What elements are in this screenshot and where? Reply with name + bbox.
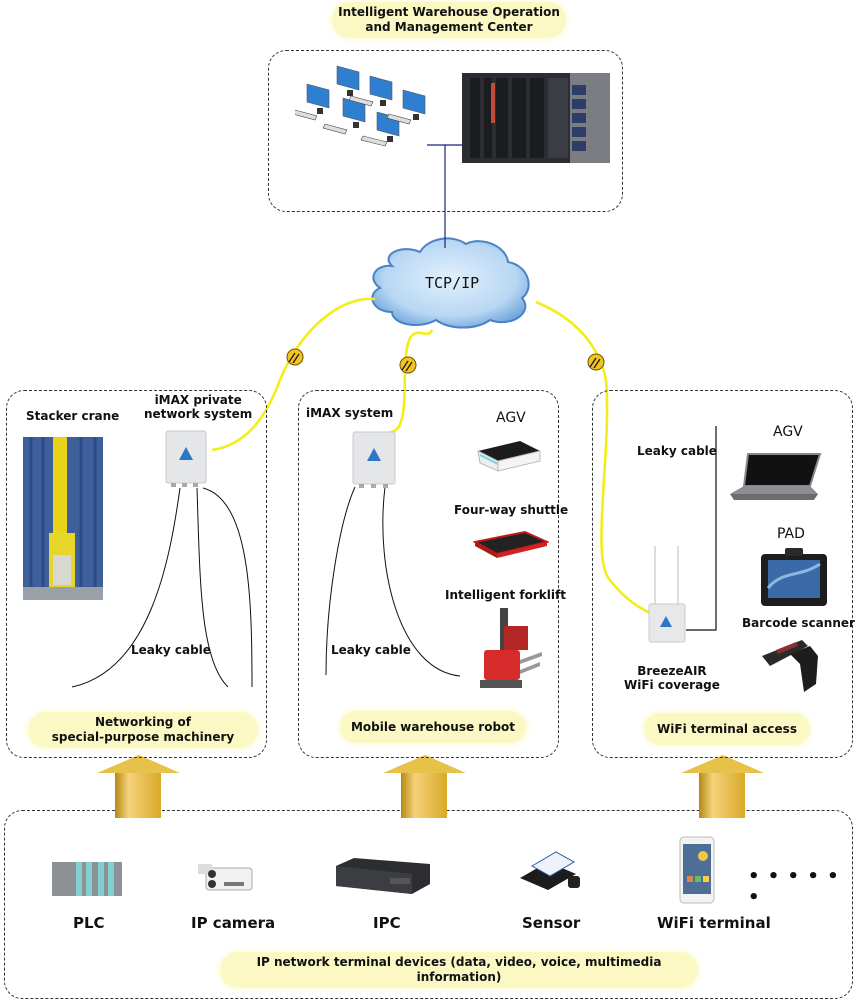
breezeair-label: BreezeAIR WiFi coverage	[624, 664, 720, 692]
ipc-icon	[336, 858, 430, 894]
plc-icon	[52, 862, 122, 896]
agv-label-robot: AGV	[496, 410, 526, 426]
pad-icon	[761, 548, 827, 606]
ip-camera-label: IP camera	[191, 914, 276, 932]
laptop-icon	[730, 453, 822, 500]
sensor-label: Sensor	[522, 914, 581, 932]
sensor-icon	[520, 851, 580, 890]
panel-wifi-access	[592, 390, 853, 758]
title-pill: Intelligent Warehouse Operation and Mana…	[332, 2, 566, 38]
stacker-crane-image	[23, 437, 103, 600]
caption-special-machinery: Networking of special-purpose machinery	[28, 712, 258, 748]
imax-private-label: iMAX private network system	[144, 393, 253, 421]
cloud-label: TCP/IP	[425, 274, 480, 292]
panel-special-machinery	[6, 390, 267, 758]
caption-terminal-devices: IP network terminal devices (data, video…	[220, 952, 698, 988]
imax-device-icon-2	[352, 431, 396, 488]
barcode-scanner-label: Barcode scanner	[742, 616, 855, 630]
arrow-up-icon-1	[97, 755, 180, 817]
plc-label: PLC	[73, 914, 105, 932]
agv-robot-icon	[477, 441, 541, 472]
imax-system-label: iMAX system	[306, 406, 394, 420]
leaky-cable-label-3: Leaky cable	[637, 444, 717, 458]
intelligent-forklift-label: Intelligent forklift	[445, 588, 566, 602]
breezeair-ap-icon	[648, 546, 686, 643]
four-way-shuttle-icon	[473, 530, 549, 558]
stacker-crane-label: Stacker crane	[26, 409, 120, 423]
connector-icon-right	[587, 353, 605, 371]
wifi-terminal-icon	[679, 836, 715, 904]
ip-camera-icon	[198, 864, 253, 891]
leaky-cable-label-2: Leaky cable	[331, 643, 411, 657]
title-line-1: Intelligent Warehouse Operation	[338, 5, 560, 19]
intelligent-forklift-icon	[480, 608, 542, 688]
barcode-scanner-icon	[762, 640, 818, 692]
pad-label: PAD	[777, 526, 805, 542]
arrow-up-icon-2	[383, 755, 466, 817]
four-way-shuttle-label: Four-way shuttle	[454, 503, 569, 517]
panel-mobile-robot	[298, 390, 559, 758]
connector-icon-left	[286, 348, 304, 366]
server-rack-icon	[462, 73, 610, 163]
imax-device-icon-1	[165, 430, 207, 487]
caption-mobile-robot: Mobile warehouse robot	[340, 711, 526, 743]
more-devices-ellipsis: • • • • • •	[748, 866, 840, 908]
connector-icon-middle	[399, 356, 417, 374]
wifi-terminal-label: WiFi terminal	[657, 914, 771, 932]
title-line-2: and Management Center	[365, 20, 533, 34]
agv-label-wifi: AGV	[773, 424, 803, 440]
arrow-up-icon-3	[681, 755, 764, 817]
ipc-label: IPC	[373, 914, 401, 932]
leaky-cable-label-1: Leaky cable	[131, 643, 211, 657]
caption-wifi-access: WiFi terminal access	[644, 713, 810, 745]
workstations-icon	[295, 65, 426, 147]
